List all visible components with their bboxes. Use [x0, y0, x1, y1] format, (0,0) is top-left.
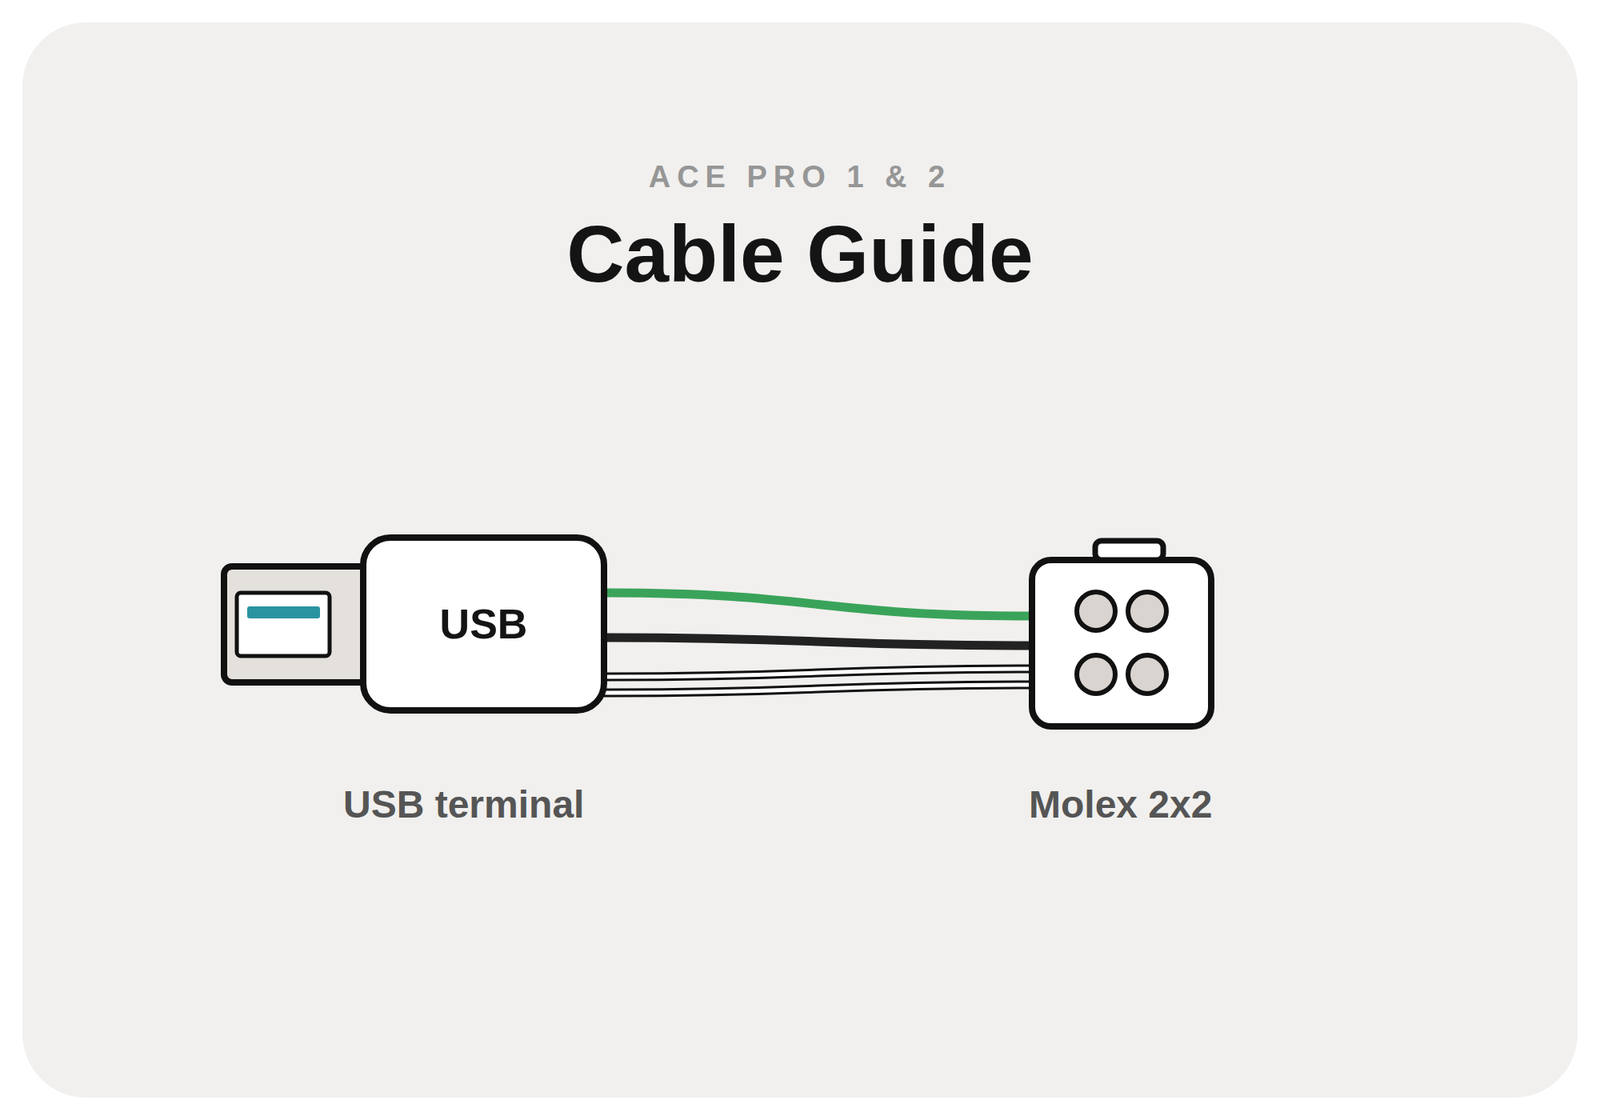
connector-label: USB terminal: [343, 784, 584, 827]
wire-outline: [604, 668, 1032, 677]
green-wire: [604, 592, 1032, 616]
black-wire: [604, 637, 1032, 646]
molex-pin: [1076, 655, 1116, 694]
wire-core: [604, 637, 1032, 646]
connector-name: USB: [366, 603, 601, 645]
molex-pin: [1128, 655, 1167, 694]
usb-connector-box: USBUSB terminal: [360, 534, 608, 714]
white-wire: [604, 684, 1032, 693]
subtitle-text: ACE PRO 1 & 2: [648, 160, 952, 194]
wire-core: [604, 668, 1032, 677]
subtitle: ACE PRO 1 & 2: [0, 160, 1600, 195]
molex-connector-box: Molex 2x2: [1028, 556, 1215, 730]
molex-pin: [1128, 592, 1167, 631]
molex-latch: [1095, 540, 1164, 560]
wire-core: [604, 684, 1032, 693]
title-text: Cable Guide: [566, 208, 1033, 299]
usb-plug-window: [236, 592, 330, 656]
molex-pins: [1028, 556, 1215, 730]
molex-pin: [1076, 592, 1116, 631]
wire-outline: [604, 684, 1032, 693]
wire-core: [604, 592, 1032, 616]
usb-plug-contact: [247, 606, 320, 619]
usb-plug-metal: [224, 566, 368, 683]
connector-label: Molex 2x2: [1028, 784, 1212, 827]
title: Cable Guide: [0, 209, 1600, 298]
white-wire: [604, 668, 1032, 677]
